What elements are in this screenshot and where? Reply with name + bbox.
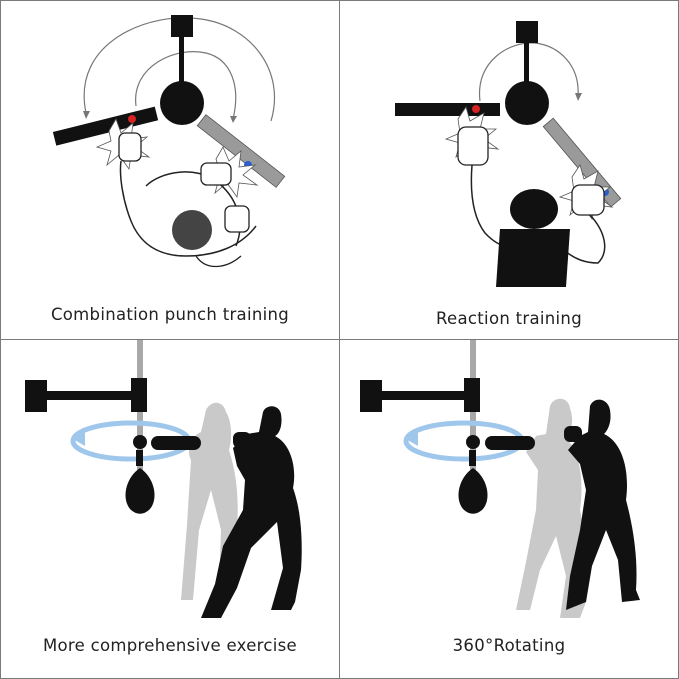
panel-360-rotating: 360°Rotating <box>339 339 679 679</box>
panel-reaction-training: Reaction training <box>339 0 679 340</box>
speed-bag <box>125 468 155 514</box>
inner-rotation-arrow <box>135 51 237 120</box>
reaction-training-illustration <box>395 21 622 287</box>
panel-caption: 360°Rotating <box>452 636 566 655</box>
pole-joint <box>466 435 480 449</box>
boxer-tank-top <box>496 229 570 287</box>
left-glove <box>457 126 489 166</box>
horizontal-arm <box>47 391 137 400</box>
spinning-arm-black <box>395 103 500 116</box>
left-glove <box>118 132 142 162</box>
mount-pole <box>179 37 184 87</box>
spinning-arm-gray <box>542 117 622 208</box>
panel-comprehensive-exercise: More comprehensive exercise <box>0 339 340 679</box>
outer-rotation-arrow <box>83 17 276 122</box>
hub-disc <box>160 81 204 125</box>
horizontal-arm <box>382 391 470 400</box>
wall-mount-plate <box>171 15 193 37</box>
panel-caption: Combination punch training <box>50 305 290 324</box>
arrow-head <box>230 116 237 123</box>
right-arm-outline <box>564 214 606 264</box>
pole-clamp <box>131 378 147 412</box>
red-target-dot <box>472 105 480 113</box>
arrow-head <box>83 111 90 119</box>
rotation-arrow-head <box>404 430 418 446</box>
ghost-fighter-silhouette <box>516 398 587 618</box>
boxer-body-outline <box>119 160 257 257</box>
wall-mount-plate <box>516 21 538 43</box>
speed-bag <box>458 468 488 514</box>
fighter-silhouette <box>566 399 640 610</box>
arrow-head <box>575 93 582 101</box>
boxer-head <box>510 189 558 229</box>
boxer-head <box>172 210 212 250</box>
red-target-dot <box>128 115 136 123</box>
fighter-glove <box>564 426 582 442</box>
pole-collar <box>136 450 143 466</box>
comprehensive-exercise-illustration <box>25 340 302 618</box>
panel-caption: More comprehensive exercise <box>42 636 298 655</box>
boxer-arm-outline <box>195 255 242 268</box>
vertical-pole <box>470 340 476 490</box>
panel-caption: Reaction training <box>436 309 582 328</box>
right-glove <box>200 162 232 186</box>
pole-collar <box>469 450 476 466</box>
hub-disc <box>505 81 549 125</box>
right-glove <box>571 184 605 216</box>
pole-joint <box>133 435 147 449</box>
fighter-glove <box>233 432 251 448</box>
combination-punch-illustration <box>52 15 286 268</box>
rotation-arrow-head <box>71 430 85 446</box>
fighter-silhouette <box>201 406 302 618</box>
rear-glove <box>224 205 250 233</box>
mount-pole <box>524 43 529 88</box>
rotating-illustration <box>360 340 640 618</box>
panel-combination-punch: Combination punch training <box>0 0 340 340</box>
wall-mount-plate <box>25 380 47 412</box>
spinning-arm-black <box>485 436 535 450</box>
vertical-pole <box>137 340 143 490</box>
wall-mount-plate <box>360 380 382 412</box>
pole-clamp <box>464 378 480 412</box>
spinning-arm-black <box>151 436 201 450</box>
